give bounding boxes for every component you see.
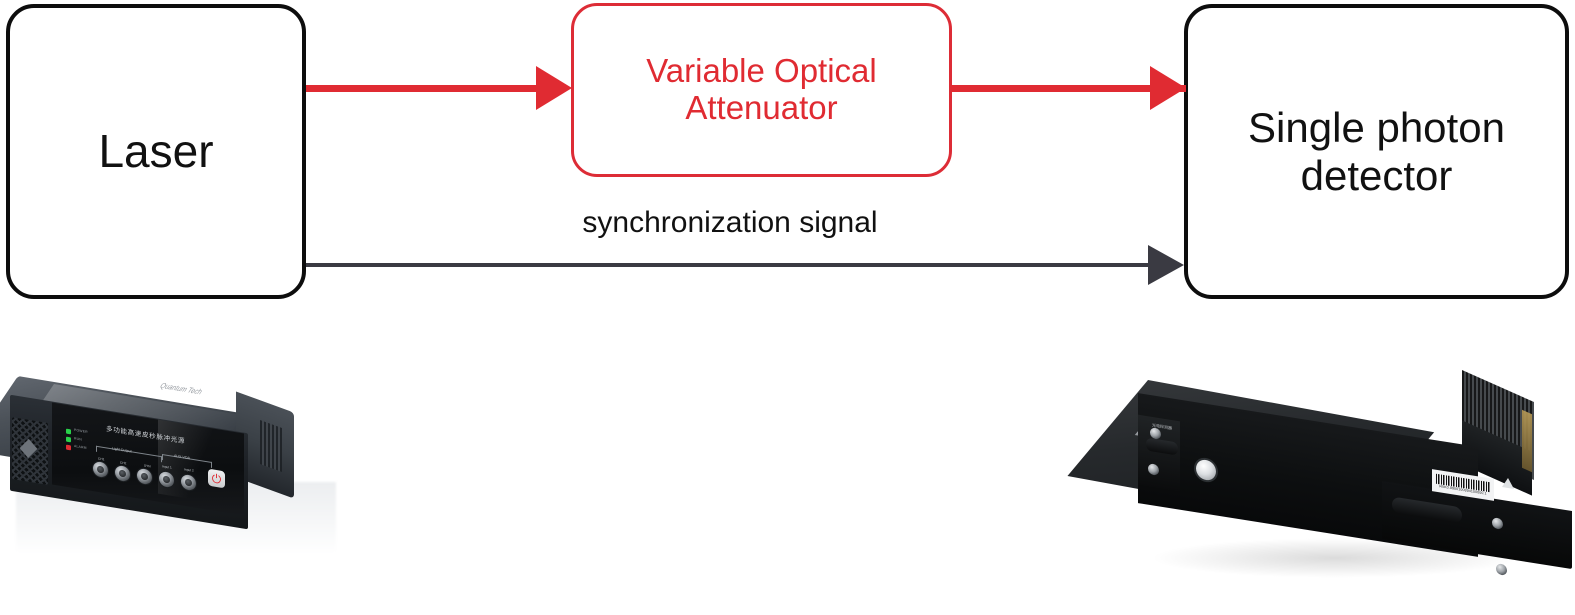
port-syn-label: SYN — [143, 463, 151, 469]
diagram-node-laser: Laser — [6, 4, 306, 299]
led-run-label: RUN — [74, 435, 82, 442]
synchronization-path-line — [306, 263, 1156, 267]
led-run-indicator — [66, 436, 71, 443]
diagram-node-laser-label: Laser — [98, 124, 214, 177]
diagram-node-single-photon-detector-label: Single photon detector — [1248, 104, 1505, 199]
optical-path-1-line — [306, 85, 542, 92]
warning-triangle-icon — [1502, 477, 1514, 489]
detector-gold-bracket — [1522, 409, 1532, 473]
synchronization-signal-label: synchronization signal — [582, 206, 878, 239]
diagram-node-single-photon-detector: Single photon detector — [1184, 4, 1569, 299]
laser-brand-text: Quantum Tech — [157, 382, 204, 397]
arrowhead-icon — [1148, 245, 1184, 285]
arrowhead-icon — [1150, 66, 1186, 110]
optical-path-2-line — [951, 85, 1186, 92]
single-photon-detector-photo: 光电探测器 R0K0.9900100394100000.1 — [1067, 369, 1575, 615]
laser-side-vent — [260, 419, 282, 473]
led-alarm-indicator — [66, 444, 71, 451]
power-button[interactable]: ⏻ — [208, 468, 225, 489]
led-power-indicator — [66, 428, 71, 435]
laser-device-photo: Quantum Tech POWER RUN ALARM 多功能高速皮秒脉冲光源… — [0, 372, 348, 562]
diagram-node-variable-optical-attenuator: Variable Optical Attenuator — [571, 3, 952, 177]
diagram-node-variable-optical-attenuator-label: Variable Optical Attenuator — [646, 52, 877, 126]
port-ch1-label: CH1 — [97, 456, 105, 462]
power-icon: ⏻ — [211, 470, 222, 487]
arrowhead-icon — [536, 66, 572, 110]
port-ch2-label: CH2 — [119, 460, 127, 466]
